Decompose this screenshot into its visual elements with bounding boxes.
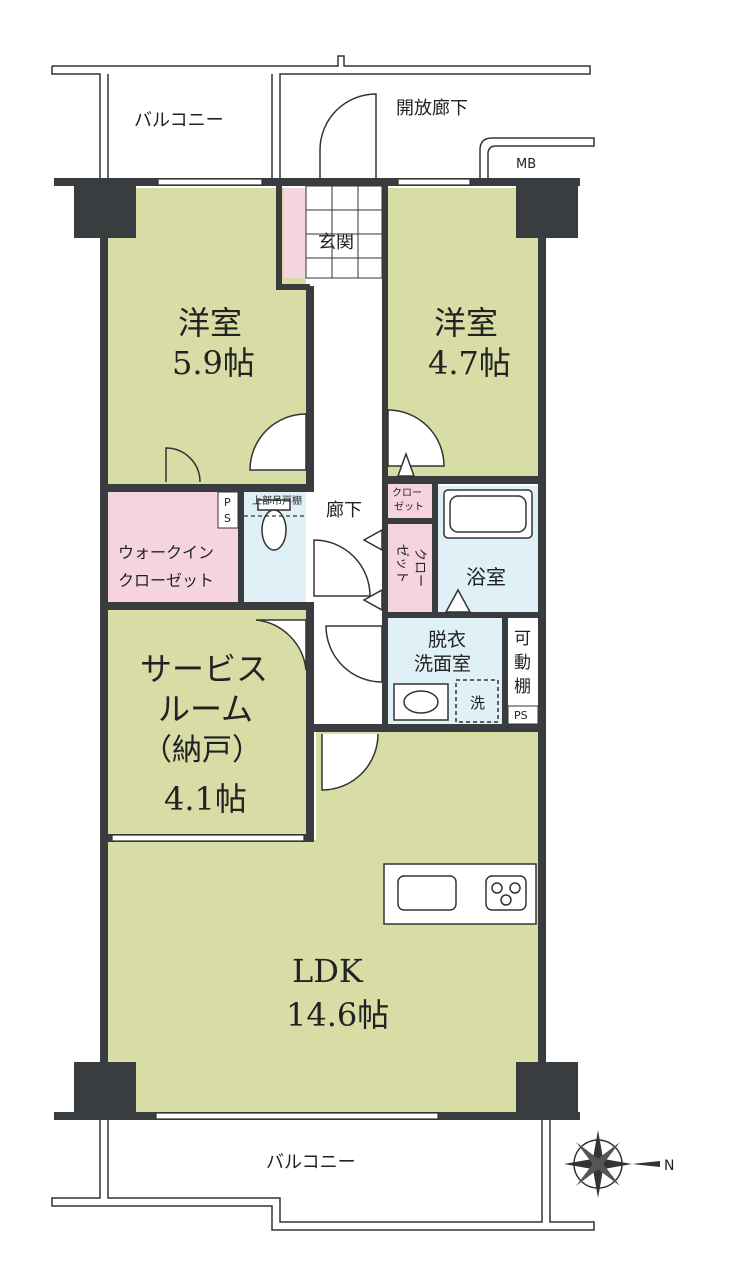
- label-washroom-2: 洗面室: [414, 653, 471, 675]
- entrance-floor: [305, 185, 383, 279]
- label-closet-vertical: クロー ゼット: [394, 544, 427, 587]
- ps-box-top: [217, 491, 239, 529]
- label-closet-small-1: クロー: [392, 487, 422, 499]
- label-corridor: 廊下: [326, 500, 362, 521]
- kitchen-counter: [383, 863, 537, 925]
- label-ldk: LDK: [292, 952, 364, 990]
- label-western-left: 洋室: [178, 304, 242, 342]
- label-laundry: 洗: [470, 694, 485, 712]
- label-upper-shelf: 上部吊戸棚: [252, 494, 302, 507]
- label-open-corridor: 開放廊下: [396, 98, 468, 119]
- balcony-top: [51, 55, 595, 180]
- label-compass-north: N: [664, 1158, 674, 1174]
- laundry-space: [455, 679, 499, 723]
- bathtub-icon: [443, 489, 533, 539]
- label-western-right: 洋室: [434, 304, 498, 342]
- room-fills: [108, 188, 538, 1112]
- label-ps-top-1: P: [224, 496, 231, 509]
- label-service-room-1: サービス: [140, 650, 268, 688]
- label-bath: 浴室: [466, 565, 506, 589]
- label-service-room-3: （納戸）: [142, 733, 262, 768]
- balcony-bottom: [51, 1120, 595, 1231]
- label-walk-in-2: クローゼット: [118, 571, 214, 590]
- label-balcony-bottom: バルコニー: [266, 1152, 356, 1173]
- doors: [165, 93, 472, 791]
- label-ps-top-2: S: [224, 512, 231, 525]
- label-service-room-size: 4.1帖: [164, 780, 247, 818]
- windows: [111, 178, 471, 1120]
- label-balcony-top: バルコニー: [134, 110, 224, 131]
- washbasin-icon: [393, 683, 449, 721]
- label-western-left-size: 5.9帖: [172, 344, 255, 382]
- sink-icon: [397, 875, 457, 911]
- compass-rose-icon: [564, 1130, 660, 1198]
- label-entrance: 玄関: [318, 232, 354, 253]
- label-movable-shelf-2: 動: [514, 653, 531, 673]
- label-ldk-size: 14.6帖: [286, 996, 389, 1034]
- label-service-room-2: ルーム: [158, 690, 253, 728]
- toilet-icon: [257, 499, 291, 551]
- label-walk-in-1: ウォークイン: [118, 543, 214, 562]
- label-movable-shelf-3: 棚: [514, 677, 531, 697]
- label-mb: MB: [516, 157, 536, 172]
- label-western-right-size: 4.7帖: [428, 344, 511, 382]
- label-closet-vertical-1: クロー: [412, 548, 427, 587]
- label-ps-bottom: PS: [514, 709, 528, 722]
- label-washroom-1: 脱衣: [428, 629, 466, 651]
- label-closet-small-2: ゼット: [394, 501, 424, 513]
- label-closet-vertical-2: ゼット: [394, 544, 409, 583]
- ps-box-bottom: [507, 705, 539, 725]
- label-movable-shelf-1: 可: [514, 629, 531, 649]
- stove-icon: [485, 875, 527, 911]
